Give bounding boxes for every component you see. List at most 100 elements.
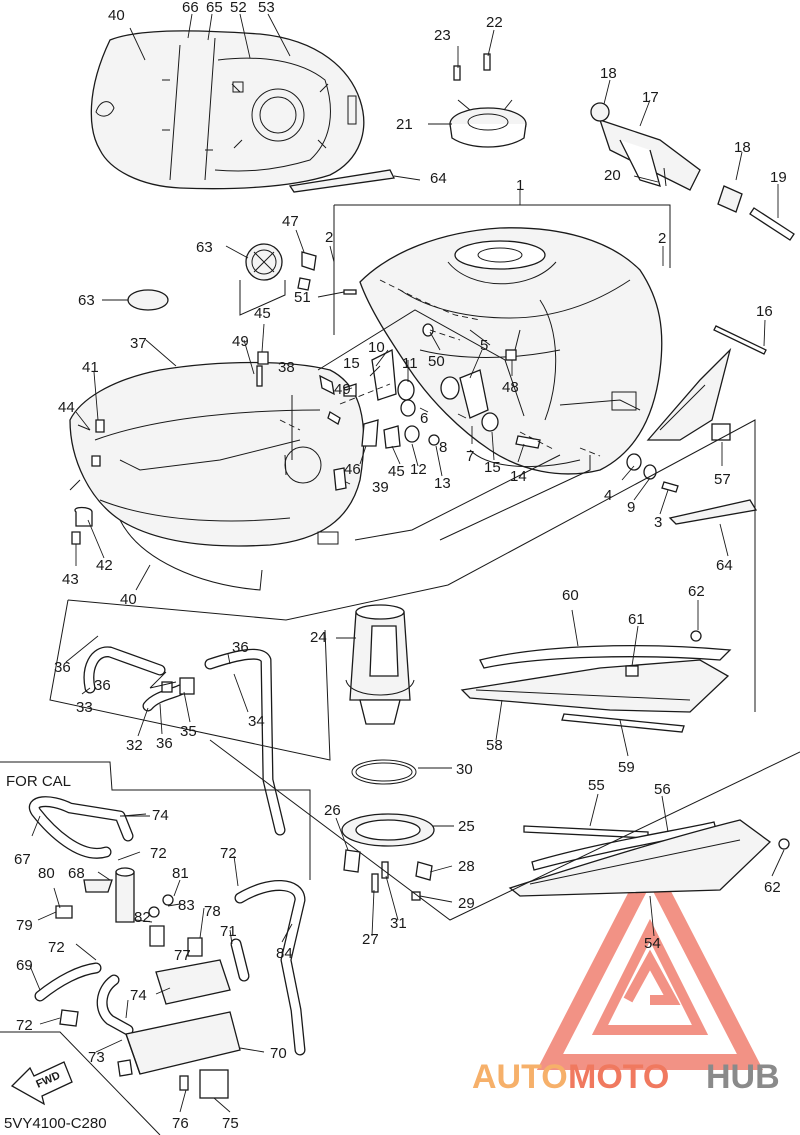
callout-70: 70 bbox=[270, 1045, 287, 1062]
side-panels-right bbox=[460, 630, 790, 897]
watermark-auto: AUTO bbox=[472, 1058, 568, 1096]
callout-38: 38 bbox=[278, 359, 295, 376]
callout-10: 10 bbox=[368, 339, 385, 356]
evap-canister-system bbox=[29, 796, 306, 1099]
callout-49: 49 bbox=[232, 333, 249, 350]
callout-20: 20 bbox=[604, 167, 621, 184]
callout-59: 59 bbox=[618, 759, 635, 776]
callout-15: 15 bbox=[343, 355, 360, 372]
callout-75: 75 bbox=[222, 1115, 239, 1132]
callout-57: 57 bbox=[714, 471, 731, 488]
callout-30: 30 bbox=[456, 761, 473, 778]
callout-29: 29 bbox=[458, 895, 475, 912]
callout-18: 18 bbox=[734, 139, 751, 156]
callout-21: 21 bbox=[396, 116, 413, 133]
callout-76: 76 bbox=[172, 1115, 189, 1132]
callout-6: 6 bbox=[420, 410, 428, 427]
breather-hoses bbox=[83, 646, 286, 836]
callout-84: 84 bbox=[276, 945, 293, 962]
callout-22: 22 bbox=[486, 14, 503, 31]
callout-72: 72 bbox=[48, 939, 65, 956]
callout-65: 65 bbox=[206, 0, 223, 16]
callout-68: 68 bbox=[68, 865, 85, 882]
callout-72: 72 bbox=[220, 845, 237, 862]
callout-56: 56 bbox=[654, 781, 671, 798]
callout-64: 64 bbox=[716, 557, 733, 574]
california-section-label: FOR CAL bbox=[6, 773, 71, 790]
callout-28: 28 bbox=[458, 858, 475, 875]
callout-52: 52 bbox=[230, 0, 247, 16]
callout-67: 67 bbox=[14, 851, 31, 868]
callout-80: 80 bbox=[38, 865, 55, 882]
watermark-moto: MOTO bbox=[568, 1058, 669, 1096]
callout-45: 45 bbox=[254, 305, 271, 322]
callout-25: 25 bbox=[458, 818, 475, 835]
callout-83: 83 bbox=[178, 897, 195, 914]
callout-1: 1 bbox=[516, 177, 524, 194]
callout-47: 47 bbox=[282, 213, 299, 230]
small-hardware bbox=[71, 251, 767, 545]
callout-51: 51 bbox=[294, 289, 311, 306]
outline-boxes bbox=[0, 204, 800, 1135]
callout-31: 31 bbox=[390, 915, 407, 932]
tank-cover-left bbox=[69, 361, 365, 591]
callout-61: 61 bbox=[628, 611, 645, 628]
callout-36: 36 bbox=[94, 677, 111, 694]
callout-69: 69 bbox=[16, 957, 33, 974]
forward-direction-arrow: FWD bbox=[10, 1061, 73, 1106]
callout-53: 53 bbox=[258, 0, 275, 16]
callout-9: 9 bbox=[627, 499, 635, 516]
callout-72: 72 bbox=[16, 1017, 33, 1034]
trim-strips bbox=[288, 169, 758, 525]
callout-77: 77 bbox=[174, 947, 191, 964]
callout-13: 13 bbox=[434, 475, 451, 492]
callout-79: 79 bbox=[16, 917, 33, 934]
callout-50: 50 bbox=[428, 353, 445, 370]
fuel-pump-assembly bbox=[341, 604, 435, 901]
callout-7: 7 bbox=[466, 448, 474, 465]
callout-32: 32 bbox=[126, 737, 143, 754]
callout-39: 39 bbox=[372, 479, 389, 496]
diagram-part-code: 5VY4100-C280 bbox=[4, 1115, 107, 1132]
callout-18: 18 bbox=[600, 65, 617, 82]
watermark-text: AUTO MOTO HUB bbox=[472, 1058, 780, 1096]
callout-73: 73 bbox=[88, 1049, 105, 1066]
callout-3: 3 bbox=[654, 514, 662, 531]
seat-cover-top bbox=[90, 30, 365, 190]
callout-54: 54 bbox=[644, 935, 661, 952]
fuel-gauge-emblem bbox=[127, 243, 283, 311]
callout-40: 40 bbox=[108, 7, 125, 24]
leader-lines bbox=[279, 279, 601, 457]
callout-41: 41 bbox=[82, 359, 99, 376]
callout-23: 23 bbox=[434, 27, 451, 44]
callout-62: 62 bbox=[688, 583, 705, 600]
callout-71: 71 bbox=[220, 923, 237, 940]
callout-36: 36 bbox=[232, 639, 249, 656]
callout-66: 66 bbox=[182, 0, 199, 16]
callout-62: 62 bbox=[764, 879, 781, 896]
callout-26: 26 bbox=[324, 802, 341, 819]
fuel-cap-assembly bbox=[449, 53, 527, 148]
callout-16: 16 bbox=[756, 303, 773, 320]
callout-82: 82 bbox=[134, 909, 151, 926]
callout-19: 19 bbox=[770, 169, 787, 186]
callout-40: 40 bbox=[120, 591, 137, 608]
callout-27: 27 bbox=[362, 931, 379, 948]
callout-43: 43 bbox=[62, 571, 79, 588]
callout-15: 15 bbox=[484, 459, 501, 476]
callout-64: 64 bbox=[430, 170, 447, 187]
callout-35: 35 bbox=[180, 723, 197, 740]
callout-33: 33 bbox=[76, 699, 93, 716]
callout-58: 58 bbox=[486, 737, 503, 754]
callout-36: 36 bbox=[156, 735, 173, 752]
callout-37: 37 bbox=[130, 335, 147, 352]
callout-34: 34 bbox=[248, 713, 265, 730]
callout-78: 78 bbox=[204, 903, 221, 920]
callout-11: 11 bbox=[402, 355, 418, 372]
callout-24: 24 bbox=[310, 629, 327, 646]
callout-55: 55 bbox=[588, 777, 605, 794]
callout-46: 46 bbox=[344, 461, 361, 478]
reservoir-switch-assembly bbox=[590, 102, 795, 241]
